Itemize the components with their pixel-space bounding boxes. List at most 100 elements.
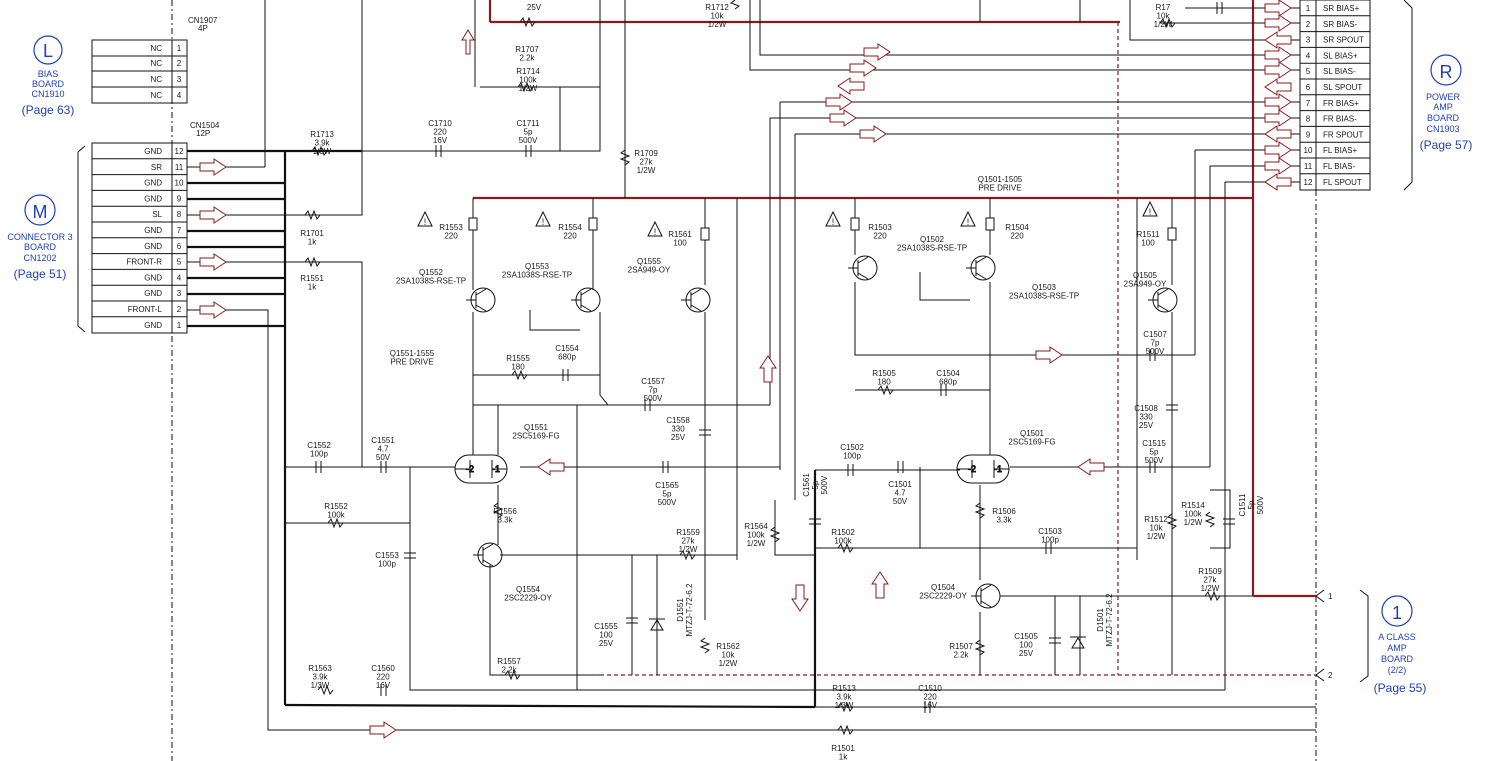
transistor-symbols: -2-1 -2-1 <box>454 255 1178 609</box>
board-line: POWER <box>1426 92 1461 102</box>
warning-glyph: ! <box>832 217 835 227</box>
pin-number: 10 <box>175 179 184 188</box>
board-label-r: R POWER AMP BOARD CN1903 (Page 57) <box>1420 54 1472 152</box>
component-label: C1505 <box>1014 632 1038 641</box>
component-label: 220 <box>873 232 887 241</box>
warning-glyph: ! <box>1149 207 1152 217</box>
board-line: BOARD <box>1381 654 1414 664</box>
component-label: R1503 <box>868 223 892 232</box>
component-label: C1711 <box>517 119 541 128</box>
board-letter-m: M <box>33 202 48 222</box>
component-label: 180 <box>511 363 525 372</box>
board-letter-1: 1 <box>1392 603 1402 623</box>
component-label: R1557 <box>497 657 521 666</box>
component-label: 1/2W <box>1184 518 1203 527</box>
pin-label: NC <box>150 75 162 84</box>
component-label: C1554 <box>555 344 579 353</box>
component-label: 7p <box>649 386 658 395</box>
component-label: 1/3W <box>311 681 330 690</box>
component-label: 100 <box>1019 641 1033 650</box>
component-label: R1701 <box>300 229 324 238</box>
component-label: 4.7 <box>377 445 389 454</box>
pin-number: 7 <box>1306 99 1311 108</box>
board-line: BOARD <box>32 79 65 89</box>
pin-number: 6 <box>1306 83 1311 92</box>
warning-glyph: ! <box>424 217 427 227</box>
board-letter-l: L <box>43 41 53 61</box>
component-label: C1501 <box>888 480 912 489</box>
board-label-1: 1 A CLASS AMP BOARD (2/2) (Page 55) <box>1374 595 1426 695</box>
component-label: 100 <box>599 631 613 640</box>
component-label: 3.9k <box>314 139 330 148</box>
pin-label: GND <box>144 242 162 251</box>
component-label: 2SC5169-FG <box>1008 438 1055 447</box>
component-label: 2SA1038S-RSE-TP <box>502 271 572 280</box>
board-line: CN1903 <box>1426 124 1459 134</box>
component-label: Q1504 <box>931 583 956 592</box>
component-label: 500V <box>644 394 663 403</box>
component-label: Q1501 <box>1020 429 1045 438</box>
component-label: 16V <box>376 681 391 690</box>
component-label: 27k <box>1204 576 1218 585</box>
board-letter-r: R <box>1440 62 1453 82</box>
component-label: 1/3W <box>835 701 854 710</box>
component-label: C1557 <box>641 377 665 386</box>
component-label: C1551 <box>371 436 395 445</box>
pin-label: SR BIAS- <box>1323 20 1358 29</box>
component-label: 2.2k <box>501 666 517 675</box>
component-c1511: C15115p500V <box>1238 493 1265 517</box>
component-label: 16V <box>923 701 938 710</box>
component-label: R1554 <box>558 223 582 232</box>
component-label: R1551 <box>300 274 324 283</box>
pin-label: FR SPOUT <box>1323 130 1364 139</box>
pin-number: 12 <box>175 147 184 156</box>
board-line: AMP <box>1433 102 1453 112</box>
cn1504-ref: CN1504 <box>190 121 220 130</box>
pin-number: 2 <box>1306 20 1311 29</box>
board-line: (2/2) <box>1388 665 1407 675</box>
component-label: C1507 <box>1143 330 1167 339</box>
component-label: 500V <box>519 136 538 145</box>
component-label: 180 <box>877 378 891 387</box>
pin-label: GND <box>144 321 162 330</box>
component-label: 25V <box>599 639 614 648</box>
component-label: C1565 <box>655 481 679 490</box>
component-label: R1712 <box>705 3 729 12</box>
pin-label: FL SPOUT <box>1323 178 1362 187</box>
pin-number: 4 <box>177 91 182 100</box>
component-label: C15615p500V <box>802 473 829 497</box>
component-label: 100k <box>1184 510 1202 519</box>
pin-label: FL BIAS+ <box>1323 146 1357 155</box>
bracket-m <box>77 145 86 333</box>
pin-label: GND <box>144 226 162 235</box>
component-label: 25V <box>1139 421 1154 430</box>
output-pins: 1 2 <box>1315 589 1333 682</box>
component-label: 2SC2229-OY <box>919 592 967 601</box>
capacitor-symbols <box>315 2 1235 713</box>
component-label: C1553 <box>375 551 399 560</box>
pin-label: GND <box>144 273 162 282</box>
component-label: 500V <box>1145 456 1164 465</box>
component-label: 5p <box>1150 448 1159 457</box>
component-label: 220 <box>433 128 447 137</box>
board-line: BIAS <box>38 69 59 79</box>
component-label: R1561 <box>668 230 692 239</box>
component-label: 1k <box>308 238 317 247</box>
